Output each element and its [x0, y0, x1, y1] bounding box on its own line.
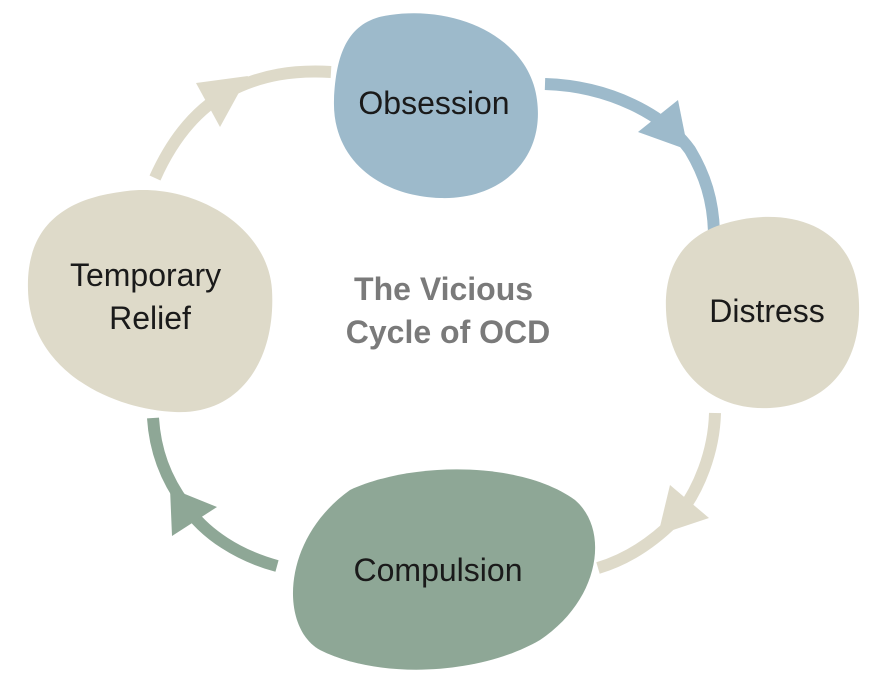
diagram-title: The Vicious Cycle of OCD [346, 271, 550, 350]
arrow-relief-to-obsession [149, 65, 332, 181]
arrow-distress-to-compulsion [596, 412, 721, 574]
arrowhead-icon [658, 485, 709, 535]
arrow-compulsion-to-relief [147, 417, 279, 572]
node-label: Distress [709, 293, 825, 329]
arrow-shaft [596, 412, 721, 574]
node-blob [665, 216, 860, 409]
title-line-2: Cycle of OCD [346, 314, 550, 350]
node-compulsion: Compulsion [292, 469, 596, 670]
arrow-shaft [544, 78, 720, 233]
node-blob [27, 190, 273, 413]
node-obsession: Obsession [333, 13, 538, 199]
node-label: Temporary Relief [70, 257, 230, 336]
arrowhead-icon [196, 76, 248, 127]
arrowhead-icon [638, 100, 688, 150]
node-label: Obsession [358, 85, 509, 121]
node-label: Compulsion [354, 552, 523, 588]
arrow-shaft [149, 65, 332, 181]
title-line-1: The Vicious [354, 271, 533, 307]
node-blob [292, 469, 596, 670]
node-blob [333, 13, 538, 199]
node-temporary-relief: Temporary Relief [27, 190, 273, 413]
arrow-obsession-to-distress [544, 78, 720, 233]
arrowhead-icon [170, 488, 217, 536]
node-distress: Distress [665, 216, 860, 409]
